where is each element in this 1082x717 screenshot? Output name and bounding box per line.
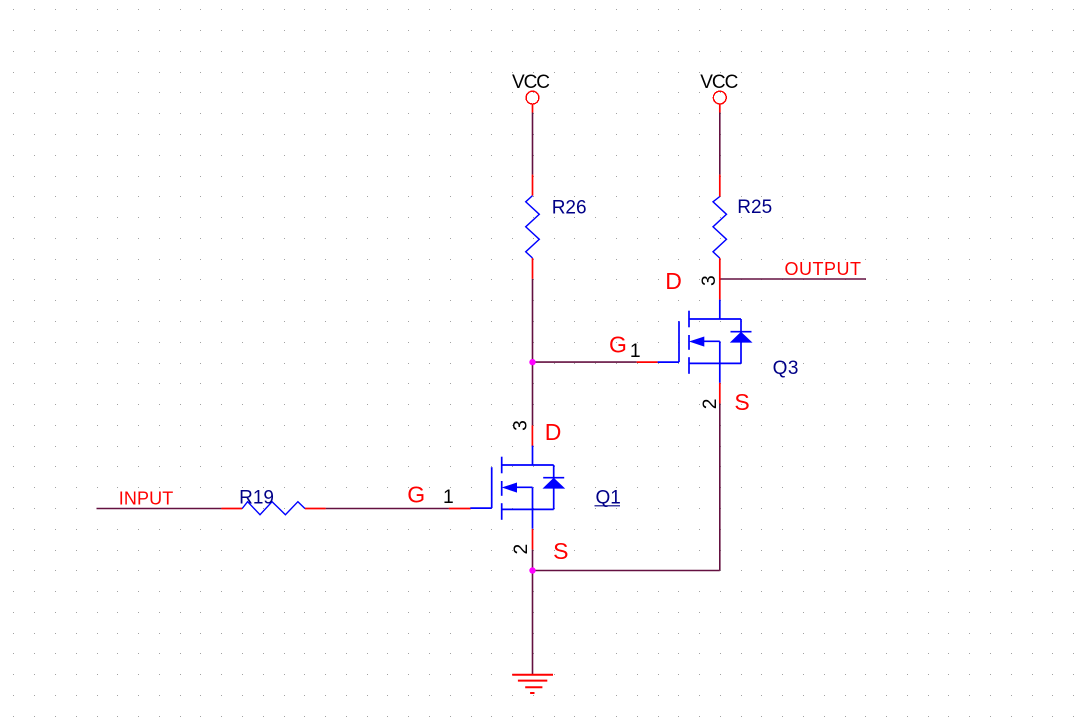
svg-text:2: 2 <box>700 399 721 410</box>
svg-text:S: S <box>553 538 568 564</box>
svg-text:D: D <box>665 268 682 294</box>
svg-text:Q1: Q1 <box>596 488 621 509</box>
svg-text:OUTPUT: OUTPUT <box>785 259 862 279</box>
svg-text:G: G <box>609 331 627 357</box>
svg-text:VCC: VCC <box>700 72 738 93</box>
svg-text:1: 1 <box>630 341 641 362</box>
svg-text:3: 3 <box>511 420 532 431</box>
svg-text:VCC: VCC <box>512 72 550 93</box>
svg-text:R26: R26 <box>552 197 587 218</box>
svg-text:R25: R25 <box>737 197 772 218</box>
svg-text:G: G <box>407 482 425 508</box>
svg-text:1: 1 <box>443 487 454 508</box>
svg-text:R19: R19 <box>239 488 274 509</box>
svg-text:S: S <box>734 389 749 415</box>
svg-text:3: 3 <box>699 275 720 286</box>
svg-text:2: 2 <box>511 544 532 555</box>
svg-text:Q3: Q3 <box>773 358 799 379</box>
svg-text:INPUT: INPUT <box>119 488 174 508</box>
svg-text:D: D <box>545 419 562 445</box>
